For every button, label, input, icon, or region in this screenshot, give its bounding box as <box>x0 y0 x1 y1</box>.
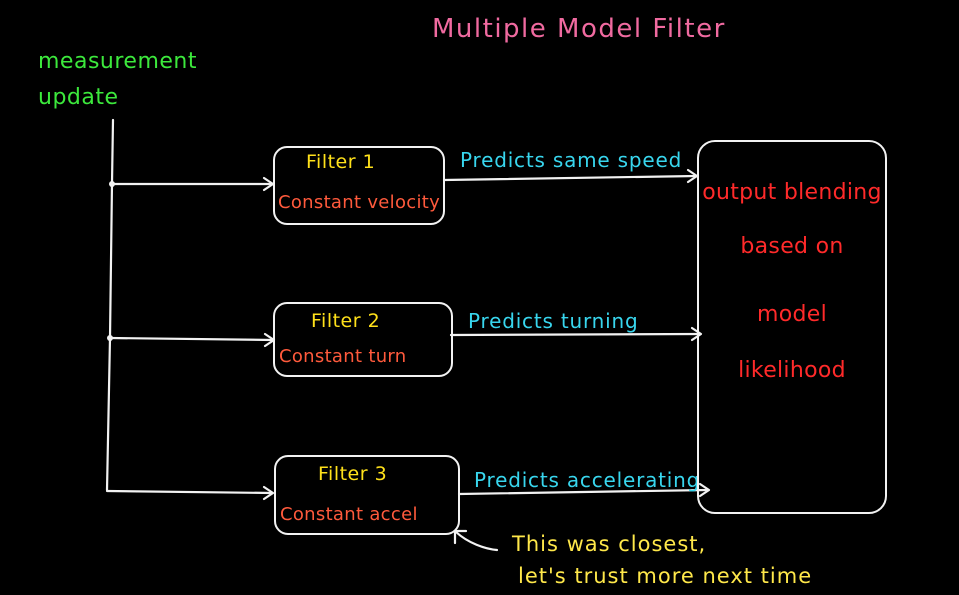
input-label-line-1: measurement <box>38 49 197 74</box>
arrow-to-filter-3-head <box>262 485 275 501</box>
junction-dot <box>107 335 113 341</box>
arrow-to-filter-2 <box>108 336 275 342</box>
output-line-3: model <box>756 302 827 327</box>
output-line-2: based on <box>740 234 844 259</box>
input-trunk-line <box>105 118 115 492</box>
filter-3-name: Filter 3 <box>318 463 388 485</box>
arrow-filter-3-to-output <box>457 488 710 496</box>
filter-2-box: Filter 2 Constant turn <box>273 302 453 377</box>
annotation-line-2: let's trust more next time <box>518 564 813 588</box>
arrow-to-filter-3 <box>105 489 274 495</box>
annotation-pointer-arrow <box>454 530 499 552</box>
filter-3-box: Filter 3 Constant accel <box>274 455 460 535</box>
arrow-filter-3-to-output-head <box>698 482 711 498</box>
filter-1-box: Filter 1 Constant velocity <box>273 146 445 225</box>
output-line-4: likelihood <box>738 358 846 383</box>
arrow-filter-2-to-output <box>449 332 702 337</box>
filter-3-prediction: Predicts accelerating <box>474 468 701 492</box>
arrow-filter-2-to-output-head <box>690 326 703 342</box>
output-blending-box: output blending based on model likelihoo… <box>697 140 887 514</box>
arrow-filter-1-to-output <box>442 174 698 182</box>
filter-3-model: Constant accel <box>280 504 418 525</box>
filter-1-name: Filter 1 <box>306 151 376 173</box>
page-title: Multiple Model Filter <box>432 14 726 44</box>
output-line-1: output blending <box>702 180 882 205</box>
filter-1-model: Constant velocity <box>278 192 441 213</box>
annotation-note: This was closest, let's trust more next … <box>512 528 812 592</box>
filter-2-model: Constant turn <box>279 346 407 367</box>
filter-2-name: Filter 2 <box>311 310 381 332</box>
filter-1-prediction: Predicts same speed <box>460 148 683 172</box>
input-label: measurement update <box>38 44 197 116</box>
input-label-line-2: update <box>38 85 119 110</box>
filter-2-prediction: Predicts turning <box>468 309 639 333</box>
annotation-line-1: This was closest, <box>512 532 707 556</box>
junction-dot <box>109 181 115 187</box>
